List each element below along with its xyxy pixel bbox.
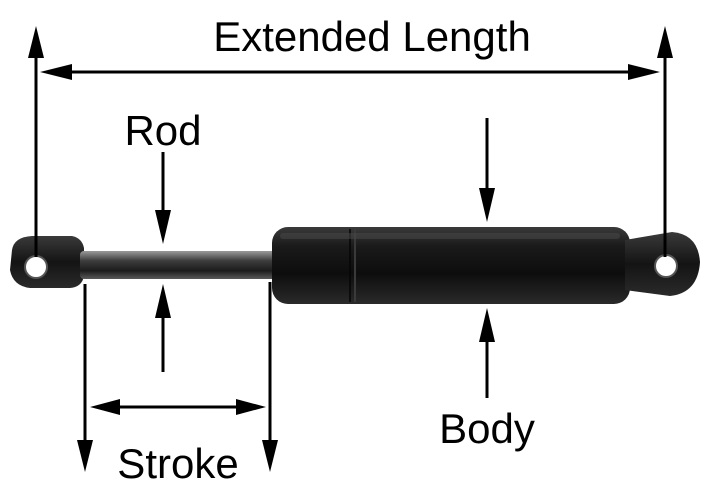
body-pointer-arrows xyxy=(479,118,495,398)
rod-label: Rod xyxy=(124,107,202,154)
piston-rod xyxy=(80,251,278,279)
rod-pointer-arrows xyxy=(155,152,171,372)
extended-length-label: Extended Length xyxy=(213,13,531,60)
gas-spring xyxy=(10,227,700,304)
extended-length-dimension xyxy=(28,26,673,257)
rod-end-eyelet xyxy=(10,236,84,288)
cylinder-body xyxy=(272,227,630,304)
stroke-dimension xyxy=(77,282,278,472)
body-end-eyelet xyxy=(625,232,700,296)
body-label: Body xyxy=(439,405,535,452)
stroke-label: Stroke xyxy=(117,440,239,487)
